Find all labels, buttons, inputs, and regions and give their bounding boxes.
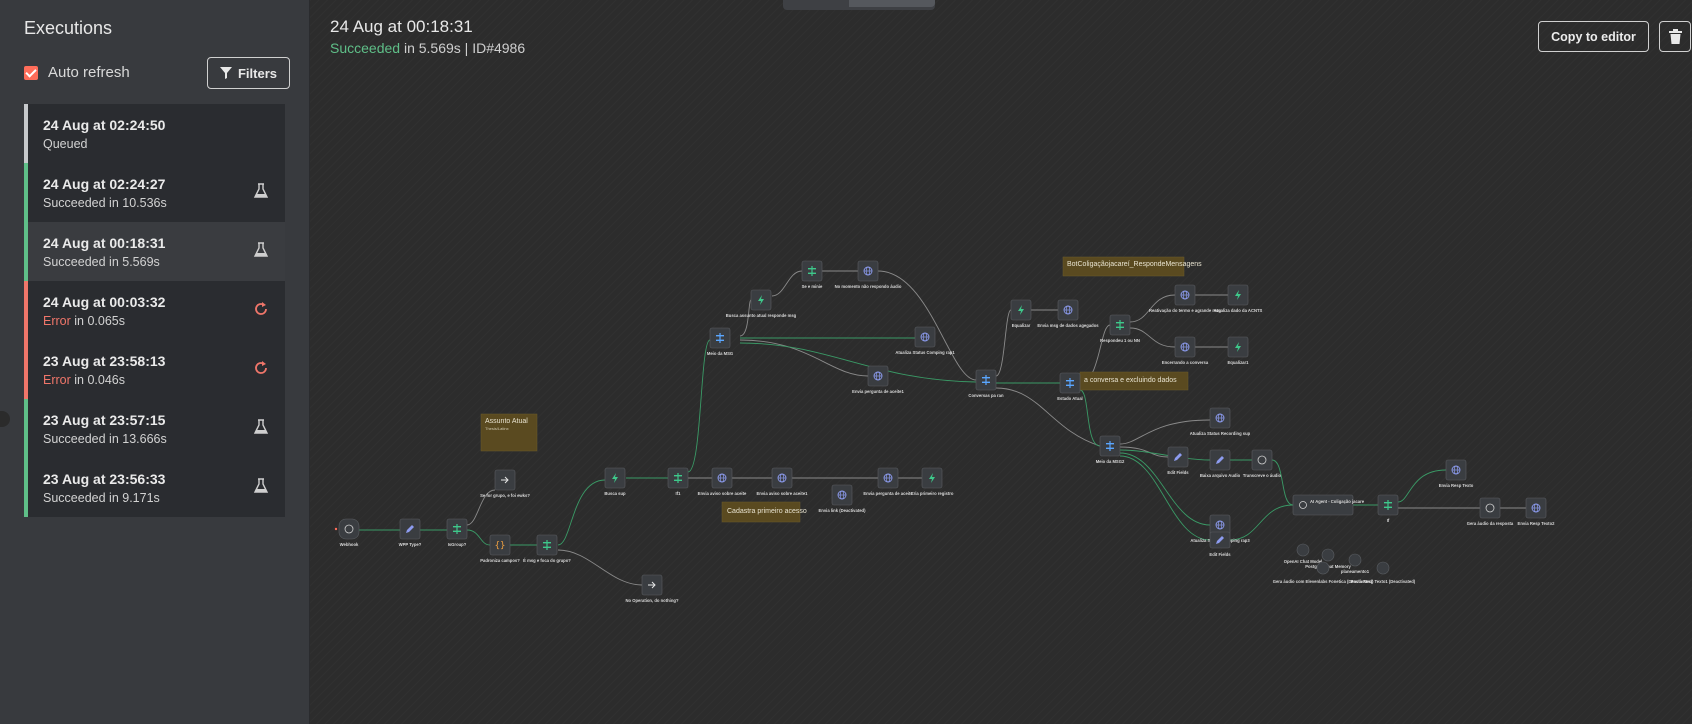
execution-title: 24 Aug at 00:18:31 [330,17,473,36]
node-webhook: Webhook [340,542,359,547]
node-if1: If1 [676,491,682,496]
execution-item[interactable]: 24 Aug at 02:24:50 Queued [24,104,285,163]
node-envia-resp-texto-2: Envia Resp Texto2 [1518,521,1556,526]
execution-status: Succeeded in 5.569s [43,255,160,269]
sticky-conversa: a conversa e excluindo dados [1084,377,1177,384]
node-wpp-type: WPP Type? [399,542,422,547]
node-e-msg: É msg e foca do grupo? [523,558,571,563]
sticky-bot-title: BotColigaçãojacareí_RespondeMensagens [1067,261,1202,268]
node-no-operation: No Operation, do nothing? [625,598,678,603]
node-gera-audio: Gera áudio com Elevenlabs Fonetica (Deac… [1273,579,1374,584]
auto-refresh-toggle[interactable]: Auto refresh [24,64,130,81]
copy-to-editor-button[interactable]: Copy to editor [1538,21,1649,52]
node-atualiza-status: Atualiza Status Comping rap1 [895,350,955,355]
workflow-nodes: Webhook WPP Type? IsGroup? Se for grupo,… [334,260,1556,603]
execution-item[interactable]: 24 Aug at 02:24:27 Succeeded in 10.536s [24,163,285,222]
execution-status: Error in 0.065s [43,314,125,328]
execution-date: 24 Aug at 02:24:50 [43,117,166,133]
node-respondeu: Respondeu 1 ou NN [1100,338,1140,343]
node-envia-pergunta-aceite: Envia pergunta de aceite [863,491,913,496]
filters-label: Filters [237,65,277,81]
sticky-assunto-atual: Assunto Atual [485,418,528,425]
trash-icon [1668,29,1682,44]
execution-summary: Succeeded in 5.569s | ID#4986 [330,40,525,56]
execution-status: Succeeded in 13.666s [43,432,167,446]
node-envia-aviso-2: Envia aviso sobre aceite1 [757,491,809,496]
execution-date: 23 Aug at 23:57:15 [43,412,166,428]
execution-date: 24 Aug at 00:03:32 [43,294,166,310]
node-envia-msg-dados: Envia msg de dados agegados [1037,323,1099,328]
node-transcreve: Transcreve o áudio [1243,473,1282,478]
execution-detail: in 5.569s | ID#4986 [400,40,526,56]
node-atualiza-acento: Atualiza dado da ACNTS [1214,308,1263,313]
node-if: If [1387,518,1390,523]
node-se-e-minie: Se e minie [802,284,823,289]
node-meio-msg: Meio da MSG [707,351,733,356]
node-no-momento: No momento não respondo áudio [835,284,902,289]
sticky-notes: Assunto Atual Thesis/Latinx Cadastra pri… [480,256,1202,523]
execution-item[interactable]: 23 Aug at 23:57:15 Succeeded in 13.666s [24,399,285,458]
execution-status: Succeeded in 10.536s [43,196,167,210]
execution-date: 24 Aug at 00:18:31 [43,235,166,251]
auto-refresh-checkbox[interactable] [24,65,38,80]
node-reativacao: Reativação do termo e agrande msg [1149,308,1221,313]
node-meio-msg2: Meio da MSG2 [1096,459,1125,464]
panel-resize-handle[interactable] [783,0,935,10]
node-edit-fields: Edit Fields [1167,470,1189,475]
execution-date: 23 Aug at 23:58:13 [43,353,166,369]
node-encerrando: Encerrando a conversa [1162,360,1209,365]
execution-list: 24 Aug at 02:24:50 Queued 24 Aug at 02:2… [24,104,285,517]
node-padroniza: Padroniza campos? [480,558,520,563]
node-openai-chat: OpenAI Chat Model [1284,559,1323,564]
flask-icon[interactable] [253,478,269,494]
sticky-assunto-sub: Thesis/Latinx [485,426,509,431]
execution-item[interactable]: 23 Aug at 23:58:13 Error in 0.046s [24,340,285,399]
flask-icon[interactable] [253,183,269,199]
execution-date: 23 Aug at 23:56:33 [43,471,166,487]
node-baixa-arquivo: Baixa arquivo Audio [1200,473,1241,478]
node-envia-pergunta: Envia pergunta de aceite1 [852,389,904,394]
node-equalizar: Equalizar [1012,323,1031,328]
node-envia-resp-texto: Envia Resp Texto [1439,483,1474,488]
execution-status: Succeeded in 9.171s [43,491,160,505]
node-envia-link: Envia link (Deactivated) [818,508,866,513]
auto-refresh-label: Auto refresh [48,64,130,81]
node-edit-fields-2: Edit Fields [1209,552,1231,557]
node-envia-aviso-1: Envia aviso sobre aceite [698,491,747,496]
flask-icon[interactable] [253,419,269,435]
retry-icon[interactable] [253,360,269,376]
sidebar-title: Executions [24,18,113,38]
workflow-canvas[interactable]: 24 Aug at 00:18:31 Succeeded in 5.569s |… [310,0,1692,724]
node-equalizar1: Equalizar1 [1228,360,1250,365]
sticky-cadastra: Cadastra primeiro acesso [727,508,807,515]
node-cria-primeiro: Cria primeiro registro [911,491,954,496]
node-atualiza-status-2: Atualiza Status Recording sup [1190,431,1251,436]
node-planeamento: planeamento1 [1341,569,1370,574]
execution-item-selected[interactable]: 24 Aug at 00:18:31 Succeeded in 5.569s [24,222,285,281]
node-ai-agent: AI Agent - Coligação jacare [1310,499,1365,504]
workflow-diagram: Assunto Atual Thesis/Latinx Cadastra pri… [334,256,1556,603]
retry-icon[interactable] [253,301,269,317]
node-se-for-grupo: Se for grupo, e foi ewks? [480,493,530,498]
node-gera-audio-resposta: Gera áudio da resposta [1467,521,1514,526]
execution-status: Succeeded [330,40,401,56]
filters-button[interactable]: Filters [207,57,290,89]
node-isgroup: IsGroup? [448,542,467,547]
node-envia-resp-texto1: Envia Resp Texto1 (Deactivated) [1351,579,1416,584]
flask-icon[interactable] [253,242,269,258]
executions-sidebar: Executions Auto refresh Filters 24 Aug a… [0,0,310,724]
node-estado-atual: Estado Atual [1057,396,1082,401]
execution-date: 24 Aug at 02:24:27 [43,176,166,192]
execution-status: Error in 0.046s [43,373,125,387]
filter-icon [219,67,232,79]
delete-execution-button[interactable] [1659,21,1691,52]
sidebar-collapse-handle[interactable] [0,411,10,427]
execution-item[interactable]: 24 Aug at 00:03:32 Error in 0.065s [24,281,285,340]
node-busca-assunto: Busca assunto atual responde msg [726,313,797,318]
execution-status: Queued [43,137,88,151]
node-conversas: Conversas pa ran [968,393,1004,398]
svg-text:{}: {} [495,541,506,551]
execution-item[interactable]: 23 Aug at 23:56:33 Succeeded in 9.171s [24,458,285,517]
node-busca-sup: Busca sup [604,491,626,496]
